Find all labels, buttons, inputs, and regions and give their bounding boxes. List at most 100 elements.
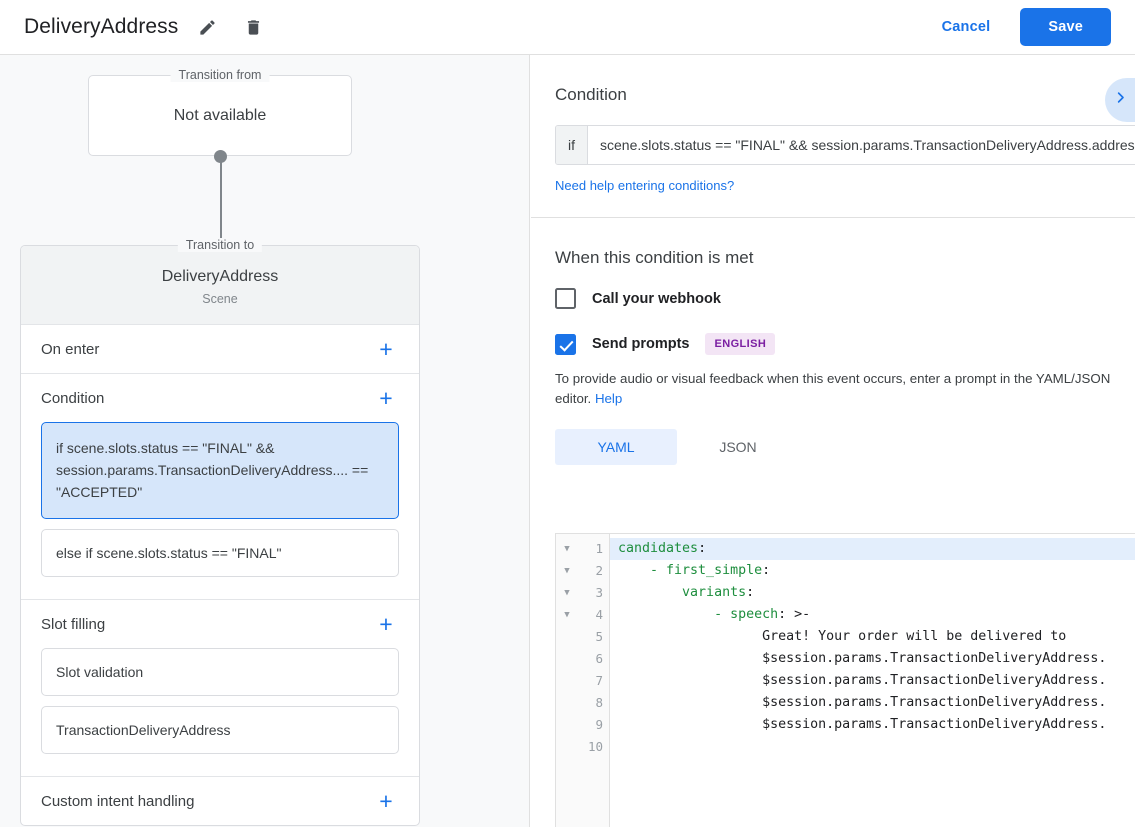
condition-input[interactable] xyxy=(588,126,1135,164)
yaml-text-token: $session.params.TransactionDeliveryAddre… xyxy=(618,651,1107,666)
condition-heading: Condition xyxy=(555,85,627,104)
prompts-description: To provide audio or visual feedback when… xyxy=(555,369,1111,409)
editor-code-area[interactable]: candidates: - first_simple: variants: - … xyxy=(610,534,1135,827)
yaml-text-token: $session.params.TransactionDeliveryAddre… xyxy=(618,695,1107,710)
call-webhook-row[interactable]: Call your webhook xyxy=(555,288,1111,309)
code-line[interactable]: - speech: >- xyxy=(610,604,1135,626)
save-button[interactable]: Save xyxy=(1020,8,1111,46)
trash-icon xyxy=(244,18,263,37)
page-title: DeliveryAddress xyxy=(24,15,179,38)
top-app-bar: DeliveryAddress Cancel Save xyxy=(0,0,1135,55)
line-number: 7 xyxy=(595,673,603,688)
transition-to-card: Transition to DeliveryAddress Scene On e… xyxy=(20,238,420,826)
line-number: 10 xyxy=(587,739,603,754)
line-number: 9 xyxy=(595,717,603,732)
code-line[interactable]: $session.params.TransactionDeliveryAddre… xyxy=(610,714,1135,736)
code-line[interactable]: - first_simple: xyxy=(610,560,1135,582)
transition-to-subtitle: Scene xyxy=(202,292,238,306)
yaml-text-token: Great! Your order will be delivered to xyxy=(618,629,1067,644)
line-number: 1 xyxy=(595,541,603,556)
fold-gutter-blank xyxy=(556,714,578,736)
line-number: 6 xyxy=(595,651,603,666)
collapse-panel-button[interactable] xyxy=(1105,78,1135,122)
send-prompts-label: Send prompts xyxy=(592,336,690,352)
fold-arrow-icon[interactable]: ▼ xyxy=(564,610,570,620)
fold-gutter-blank xyxy=(556,626,578,648)
yaml-key-token: - speech xyxy=(618,607,779,622)
send-prompts-checkbox[interactable] xyxy=(555,333,576,355)
yaml-text-token: $session.params.TransactionDeliveryAddre… xyxy=(618,717,1107,732)
code-line[interactable]: candidates: xyxy=(610,538,1135,560)
line-number: 4 xyxy=(595,607,603,622)
add-slot-filling-button[interactable]: + xyxy=(379,610,393,637)
line-number: 2 xyxy=(595,563,603,578)
code-line[interactable]: Great! Your order will be delivered to xyxy=(610,626,1135,648)
transition-to-title: DeliveryAddress xyxy=(161,268,279,285)
code-line[interactable] xyxy=(610,736,1135,758)
add-on-enter-button[interactable]: + xyxy=(379,335,393,362)
when-condition-met-heading: When this condition is met xyxy=(555,248,754,267)
fold-arrow-icon[interactable]: ▼ xyxy=(564,566,570,576)
transition-to-header: DeliveryAddress Scene xyxy=(21,246,419,325)
tab-json[interactable]: JSON xyxy=(719,439,757,455)
pencil-icon xyxy=(198,18,217,37)
help-link[interactable]: Help xyxy=(594,391,623,406)
line-number: 5 xyxy=(595,629,603,644)
yaml-punct-token: : xyxy=(762,563,771,578)
connector-line xyxy=(220,156,222,265)
yaml-text-token: $session.params.TransactionDeliveryAddre… xyxy=(618,673,1107,688)
section-header-condition: Condition + xyxy=(41,374,399,422)
code-line[interactable]: $session.params.TransactionDeliveryAddre… xyxy=(610,670,1135,692)
condition-item-selected[interactable]: if scene.slots.status == "FINAL" && sess… xyxy=(41,422,399,519)
line-number: 3 xyxy=(595,585,603,600)
code-line[interactable]: $session.params.TransactionDeliveryAddre… xyxy=(610,692,1135,714)
delete-button[interactable] xyxy=(236,10,270,44)
add-condition-button[interactable]: + xyxy=(379,384,393,411)
yaml-code-editor[interactable]: ▼ ▼ ▼ ▼ 1 2 3 4 5 6 7 8 9 10 candidates: - first_sim… xyxy=(555,533,1135,827)
panel-divider xyxy=(531,217,1135,218)
yaml-punct-token: : >- xyxy=(778,607,811,622)
yaml-key-token: - first_simple xyxy=(618,563,763,578)
condition-item[interactable]: else if scene.slots.status == "FINAL" xyxy=(41,529,399,577)
line-number: 8 xyxy=(595,695,603,710)
editor-line-number-gutter: 1 2 3 4 5 6 7 8 9 10 xyxy=(578,534,610,827)
slot-validation-item[interactable]: Slot validation xyxy=(41,648,399,696)
prompts-description-text: To provide audio or visual feedback when… xyxy=(555,371,1111,406)
fold-arrow-icon[interactable]: ▼ xyxy=(564,588,570,598)
fold-gutter-blank xyxy=(556,648,578,670)
fold-gutter-blank xyxy=(556,670,578,692)
section-title-on-enter: On enter xyxy=(41,340,100,358)
edit-name-button[interactable] xyxy=(190,10,224,44)
section-header-custom-intent-handling: Custom intent handling + xyxy=(41,777,399,825)
call-webhook-checkbox[interactable] xyxy=(555,288,576,309)
section-header-on-enter: On enter + xyxy=(41,325,399,373)
condition-block: Condition if Need help entering conditio… xyxy=(531,55,1135,217)
yaml-key-token: candidates xyxy=(618,541,699,556)
transition-from-card: Transition from Not available xyxy=(88,68,352,156)
language-badge: ENGLISH xyxy=(705,333,776,355)
slot-item-transaction-delivery-address[interactable]: TransactionDeliveryAddress xyxy=(41,706,399,754)
transition-to-legend: Transition to xyxy=(177,238,263,252)
tab-yaml[interactable]: YAML xyxy=(555,429,677,465)
send-prompts-row[interactable]: Send prompts ENGLISH xyxy=(555,333,1111,355)
section-title-custom-intent-handling: Custom intent handling xyxy=(41,792,195,810)
section-slot-filling: Slot filling + Slot validation Transacti… xyxy=(21,600,419,777)
scene-graph-panel: Transition from Not available Transition… xyxy=(0,55,530,827)
code-line[interactable]: $session.params.TransactionDeliveryAddre… xyxy=(610,648,1135,670)
transition-from-legend: Transition from xyxy=(170,68,270,82)
editor-fold-gutter: ▼ ▼ ▼ ▼ xyxy=(556,534,578,827)
fold-gutter-blank xyxy=(556,692,578,714)
need-help-conditions-link[interactable]: Need help entering conditions? xyxy=(555,178,735,193)
code-line[interactable]: variants: xyxy=(610,582,1135,604)
transition-from-value: Not available xyxy=(173,106,267,124)
add-custom-intent-button[interactable]: + xyxy=(379,787,393,814)
section-on-enter: On enter + xyxy=(21,325,419,374)
cancel-button[interactable]: Cancel xyxy=(926,10,1007,44)
section-title-condition: Condition xyxy=(41,389,105,407)
fold-arrow-icon[interactable]: ▼ xyxy=(564,544,570,554)
yaml-key-token: variants xyxy=(618,585,747,600)
call-webhook-label: Call your webhook xyxy=(592,290,721,307)
section-condition: Condition + if scene.slots.status == "FI… xyxy=(21,374,419,600)
chevron-right-icon xyxy=(1113,90,1128,110)
content-area: Transition from Not available Transition… xyxy=(0,55,1135,827)
